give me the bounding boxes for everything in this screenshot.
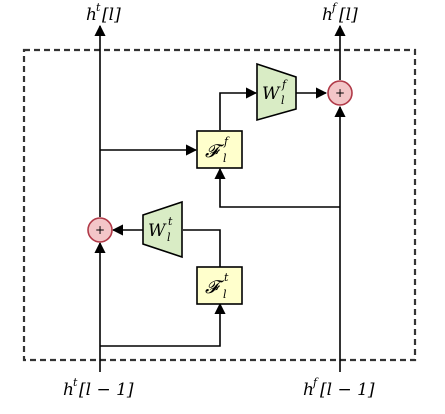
Ff-sup: f bbox=[223, 135, 230, 148]
Wt-base: W bbox=[148, 221, 167, 241]
Ff-block: 𝓕 f l bbox=[196, 130, 243, 169]
label-out-f: h f [l] bbox=[322, 1, 358, 25]
dashed-boundary bbox=[22, 48, 417, 362]
adder-f-plus: + bbox=[335, 86, 345, 100]
Ft-sub: l bbox=[223, 288, 227, 301]
out-t-tail: [l] bbox=[102, 5, 121, 25]
out-t-base: h bbox=[86, 5, 97, 25]
in-f-base: h bbox=[303, 380, 314, 400]
adder-t: + bbox=[87, 217, 113, 243]
Wf-sub: l bbox=[281, 94, 285, 107]
out-f-tail: [l] bbox=[339, 5, 358, 25]
wire-trunk-f-to-Ff bbox=[214, 167, 340, 208]
wire-Ff-to-Wf bbox=[219, 87, 258, 130]
label-in-t: h t [l − 1] bbox=[63, 376, 134, 400]
Wt-block: W t l bbox=[142, 200, 183, 259]
label-in-f: h f [l − 1] bbox=[303, 376, 375, 400]
in-t-base: h bbox=[63, 380, 74, 400]
Wf-block: W f l bbox=[256, 62, 297, 122]
wire-Ft-to-Wt bbox=[183, 229, 221, 268]
adder-t-plus: + bbox=[95, 223, 105, 237]
wire-in-t-to-Ft bbox=[100, 302, 226, 347]
in-f-tail: [l − 1] bbox=[320, 380, 375, 400]
in-f-sup: f bbox=[312, 376, 319, 389]
Ft-block: 𝓕 t l bbox=[196, 266, 243, 305]
out-t-sup: t bbox=[96, 1, 101, 14]
Wf-sup: f bbox=[281, 78, 288, 91]
Ft-sup: t bbox=[224, 271, 229, 284]
Ff-sub: l bbox=[223, 152, 227, 165]
adder-f: + bbox=[327, 80, 353, 106]
Wf-base: W bbox=[262, 84, 281, 104]
in-t-sup: t bbox=[73, 376, 78, 389]
in-t-tail: [l − 1] bbox=[79, 380, 134, 400]
label-out-t: h t [l] bbox=[86, 1, 121, 25]
out-f-sup: f bbox=[331, 1, 338, 14]
out-f-base: h bbox=[322, 5, 333, 25]
Wt-sup: t bbox=[168, 215, 173, 228]
Wt-sub: l bbox=[167, 231, 171, 244]
